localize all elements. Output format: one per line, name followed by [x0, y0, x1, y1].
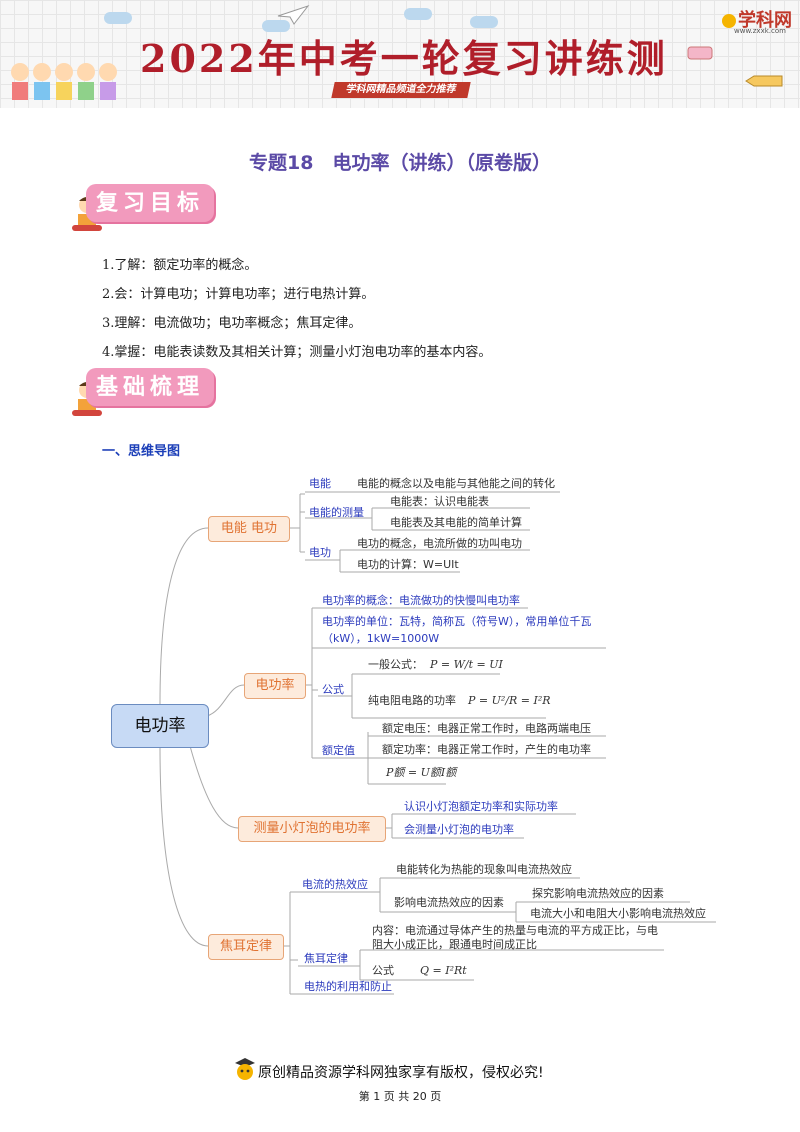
site-logo: 学科网	[722, 6, 792, 32]
leaf-node: 电功的概念，电流所做的功叫电功	[357, 537, 522, 550]
leaf-node: 电热的利用和防止	[304, 980, 392, 993]
goal-item: 3.理解：电流做功；电功率概念；焦耳定律。	[102, 316, 362, 331]
leaf-node: 电能	[309, 477, 331, 490]
leaf-node: 额定功率：电器正常工作时，产生的电功率	[382, 743, 591, 756]
goal-item: 1.了解：额定功率的概念。	[102, 258, 258, 273]
cloud-icon	[104, 12, 132, 24]
leaf-node: （kW），1kW=1000W	[322, 632, 440, 645]
leaf-node: 额定值	[322, 744, 355, 757]
leaf-node: 焦耳定律	[304, 952, 348, 965]
node-electric-energy-work: 电能 电功	[208, 516, 290, 542]
mind-map-connectors	[159, 491, 716, 995]
paper-plane-icon	[277, 5, 310, 25]
formula-expression: Q = I²Rt	[420, 964, 467, 977]
leaf-node: 电流大小和电阻大小影响电流热效应	[530, 907, 706, 920]
cloud-icon	[404, 8, 432, 20]
kids-illustration	[11, 63, 117, 100]
leaf-node: 电能表及其电能的简单计算	[390, 516, 522, 529]
section-badge-basics: 基础梳理	[86, 368, 214, 406]
leaf-node: 电能的概念以及电能与其他能之间的转化	[357, 477, 555, 490]
banner-subtitle: 学科网精品频道全力推荐	[331, 82, 471, 98]
leaf-node: 电能的测量	[309, 506, 364, 519]
page-title: 专题18 电功率（讲练）（原卷版）	[249, 152, 551, 174]
section-badge-review-goals: 复习目标	[86, 184, 214, 222]
mindmap-root-node: 电功率	[111, 704, 209, 748]
logo-mascot-icon	[722, 14, 736, 28]
leaf-node: 电功率的概念：电流做功的快慢叫电功率	[322, 594, 520, 607]
logo-text: 学科网	[738, 10, 792, 31]
leaf-node: 纯电阻电路的功率	[368, 694, 456, 707]
logo-url: www.zxxk.com	[734, 27, 786, 35]
formula-expression: P = W/t = UI	[430, 658, 503, 671]
leaf-node: 额定电压：电器正常工作时，电路两端电压	[382, 722, 591, 735]
leaf-node: 探究影响电流热效应的因素	[532, 887, 664, 900]
leaf-node: 内容：电流通过导体产生的热量与电流的平方成正比，与电	[372, 924, 658, 937]
node-measure-bulb-power: 测量小灯泡的电功率	[238, 816, 386, 842]
cloud-icon	[470, 16, 498, 28]
node-joule-law: 焦耳定律	[208, 934, 284, 960]
header-banner	[0, 0, 800, 108]
leaf-node: 影响电流热效应的因素	[394, 896, 504, 909]
leaf-node: 电能转化为热能的现象叫电流热效应	[396, 863, 572, 876]
leaf-node: 电功率的单位：瓦特，简称瓦（符号W），常用单位千瓦	[322, 615, 592, 628]
leaf-node: 认识小灯泡额定功率和实际功率	[404, 800, 558, 813]
node-electric-power: 电功率	[244, 673, 306, 699]
leaf-node: 电功	[309, 546, 331, 559]
leaf-node: 电流的热效应	[302, 878, 368, 891]
leaf-node: 一般公式：	[368, 658, 423, 671]
mindmap-heading: 一、思维导图	[102, 444, 181, 459]
leaf-node: 会测量小灯泡的电功率	[404, 823, 514, 836]
leaf-node: 电功的计算：W=UIt	[357, 558, 459, 571]
page-number: 第 1 页 共 20 页	[358, 1090, 442, 1103]
goal-item: 4.掌握：电能表读数及其相关计算；测量小灯泡电功率的基本内容。	[102, 345, 492, 360]
copyright-notice: 原创精品资源学科网独家享有版权，侵权必究!	[258, 1065, 544, 1081]
eraser-icon	[687, 46, 713, 60]
cloud-icon	[262, 20, 290, 32]
mascot-icon	[235, 1058, 255, 1080]
formula-expression: P额 = U额I额	[386, 766, 457, 779]
pencil-icon	[745, 75, 783, 87]
mind-map: 电功率 电能 电功 电能 电能的概念以及电能与其他能之间的转化 电能的测量 电能…	[0, 460, 800, 1020]
goal-item: 2.会：计算电功；计算电功率；进行电热计算。	[102, 287, 375, 302]
leaf-node: 阻大小成正比，跟通电时间成正比	[372, 938, 537, 951]
banner-title: 2022年中考一轮复习讲练测	[140, 36, 668, 81]
leaf-node: 公式	[322, 683, 344, 696]
leaf-node: 电能表：认识电能表	[390, 495, 489, 508]
formula-expression: P = U²/R = I²R	[468, 694, 551, 707]
leaf-node: 公式	[372, 964, 394, 977]
